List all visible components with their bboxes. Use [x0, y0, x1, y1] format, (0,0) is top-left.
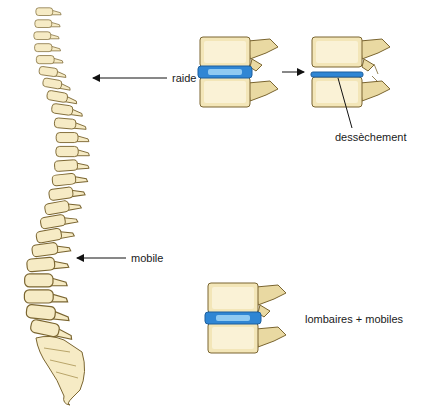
spine-region-label: mobile [131, 252, 163, 265]
callout-label: lombaires + mobiles [305, 313, 403, 326]
spine-region-label: raide [172, 72, 196, 85]
callout-label: dessèchement [335, 131, 407, 144]
